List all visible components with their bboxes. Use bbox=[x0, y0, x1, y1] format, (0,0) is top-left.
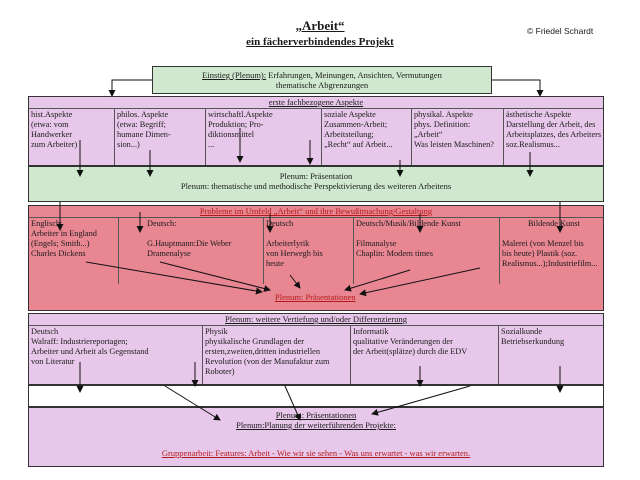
einstieg-label: Einstieg (Plenum): bbox=[202, 70, 267, 80]
problem-englisch: Englisch: Arbeiter in England (Engels; S… bbox=[29, 218, 119, 284]
vertiefung-band: Plenum: weitere Vertiefung und/oder Diff… bbox=[28, 313, 604, 385]
plenum1-line1: Plenum: Präsentation bbox=[279, 171, 353, 181]
vertiefung-sozialkunde: Sozialkunde Betriebserkundung bbox=[501, 327, 565, 346]
arrow-final-left bbox=[164, 385, 221, 421]
arrow-conv-lyrik bbox=[289, 274, 301, 289]
aspekt-sozial: soziale Aspekte Zusammen-Arbeit; Arbeits… bbox=[322, 109, 412, 165]
problem-deutsch-weber: Deutsch: G.Hauptmann:Die Weber Dramenaly… bbox=[119, 218, 264, 284]
vertiefung-columns: Deutsch Walraff: Industriereportagen; Ar… bbox=[29, 325, 603, 384]
arrow-einstieg-right bbox=[492, 79, 544, 97]
diagram-title: „Arbeit“ bbox=[295, 18, 345, 33]
arrow-conv-film bbox=[344, 269, 411, 292]
probleme-columns: Englisch: Arbeiter in England (Engels; S… bbox=[29, 217, 603, 284]
arrow-conv-kunst bbox=[359, 267, 481, 297]
aspekte-columns: hist.Aspekte (etwa: vom Handwerker zum A… bbox=[29, 108, 603, 165]
aspekt-hist: hist.Aspekte (etwa: vom Handwerker zum A… bbox=[29, 109, 115, 165]
probleme-heading: Probleme im Umfeld „Arbeit“ und ihre Bew… bbox=[199, 206, 433, 216]
einstieg-line2: thematische Abgrenzungen bbox=[275, 80, 369, 90]
aspekt-physikal: physikal. Aspekte phys. Definition: „Arb… bbox=[412, 109, 504, 165]
copyright-note: © Friedel Schardt bbox=[527, 26, 594, 36]
problem-bildende-kunst: Bildende Kunst Malerei (von Menzel bis b… bbox=[502, 219, 598, 268]
plenum-final-box: Plenum: Präsentationen Plenum:Planung de… bbox=[28, 407, 604, 467]
vertiefung-deutsch: Deutsch Walraff: Industriereportagen; Ar… bbox=[29, 326, 203, 384]
aspekte-band: erste fachbezogene Aspekte hist.Aspekte … bbox=[28, 96, 604, 166]
einstieg-line1: Erfahrungen, Meinungen, Ansichten, Vermu… bbox=[266, 70, 442, 80]
diagram-subtitle: ein fächerverbindendes Projekt bbox=[246, 36, 394, 48]
aspekt-philos: philos. Aspekte (etwa: Begriff; humane D… bbox=[115, 109, 206, 165]
vertiefung-physik: Physik physikalische Grundlagen der erst… bbox=[203, 326, 351, 384]
plenum-final-line1: Plenum: Präsentationen bbox=[275, 410, 357, 420]
einstieg-box: Einstieg (Plenum): Erfahrungen, Meinunge… bbox=[152, 66, 492, 94]
arrow-final-mid bbox=[284, 385, 301, 421]
plenum-final-line2: Plenum:Planung der weiterführenden Proje… bbox=[236, 420, 396, 430]
arrow-final-right bbox=[371, 385, 471, 416]
plenum-praesentation-box: Plenum: Präsentation Plenum: thematische… bbox=[28, 166, 604, 202]
probleme-footer: Plenum: Präsentationen bbox=[275, 292, 356, 302]
problem-film: Deutsch/Musik/Bildende Kunst Filmanalyse… bbox=[354, 218, 500, 284]
probleme-band: Probleme im Umfeld „Arbeit“ und ihre Bew… bbox=[28, 205, 604, 311]
arrow-conv-weber bbox=[159, 261, 271, 292]
vertiefung-heading: Plenum: weitere Vertiefung und/oder Diff… bbox=[225, 314, 407, 324]
gruppenarbeit-text: Gruppenarbeit: Features: Arbeit - Wie wi… bbox=[161, 448, 471, 458]
plenum1-line2: Plenum: thematische und methodische Pers… bbox=[180, 181, 452, 191]
arrow-einstieg-left bbox=[108, 79, 152, 97]
problem-deutsch-lyrik: Deutsch Arbeiterlyrik von Herwegh bis he… bbox=[264, 218, 354, 284]
arrow-conv-englisch bbox=[85, 261, 263, 295]
vertiefung-informatik: Informatik qualitative Veränderungen der… bbox=[351, 326, 499, 384]
aspekt-wirtschaft: wirtschaftl.Aspekte Produktion; Pro- dik… bbox=[206, 109, 322, 165]
aspekte-heading: erste fachbezogene Aspekte bbox=[268, 97, 364, 107]
aspekt-aesthetisch: ästhetische Aspekte Darstellung der Arbe… bbox=[506, 110, 602, 149]
